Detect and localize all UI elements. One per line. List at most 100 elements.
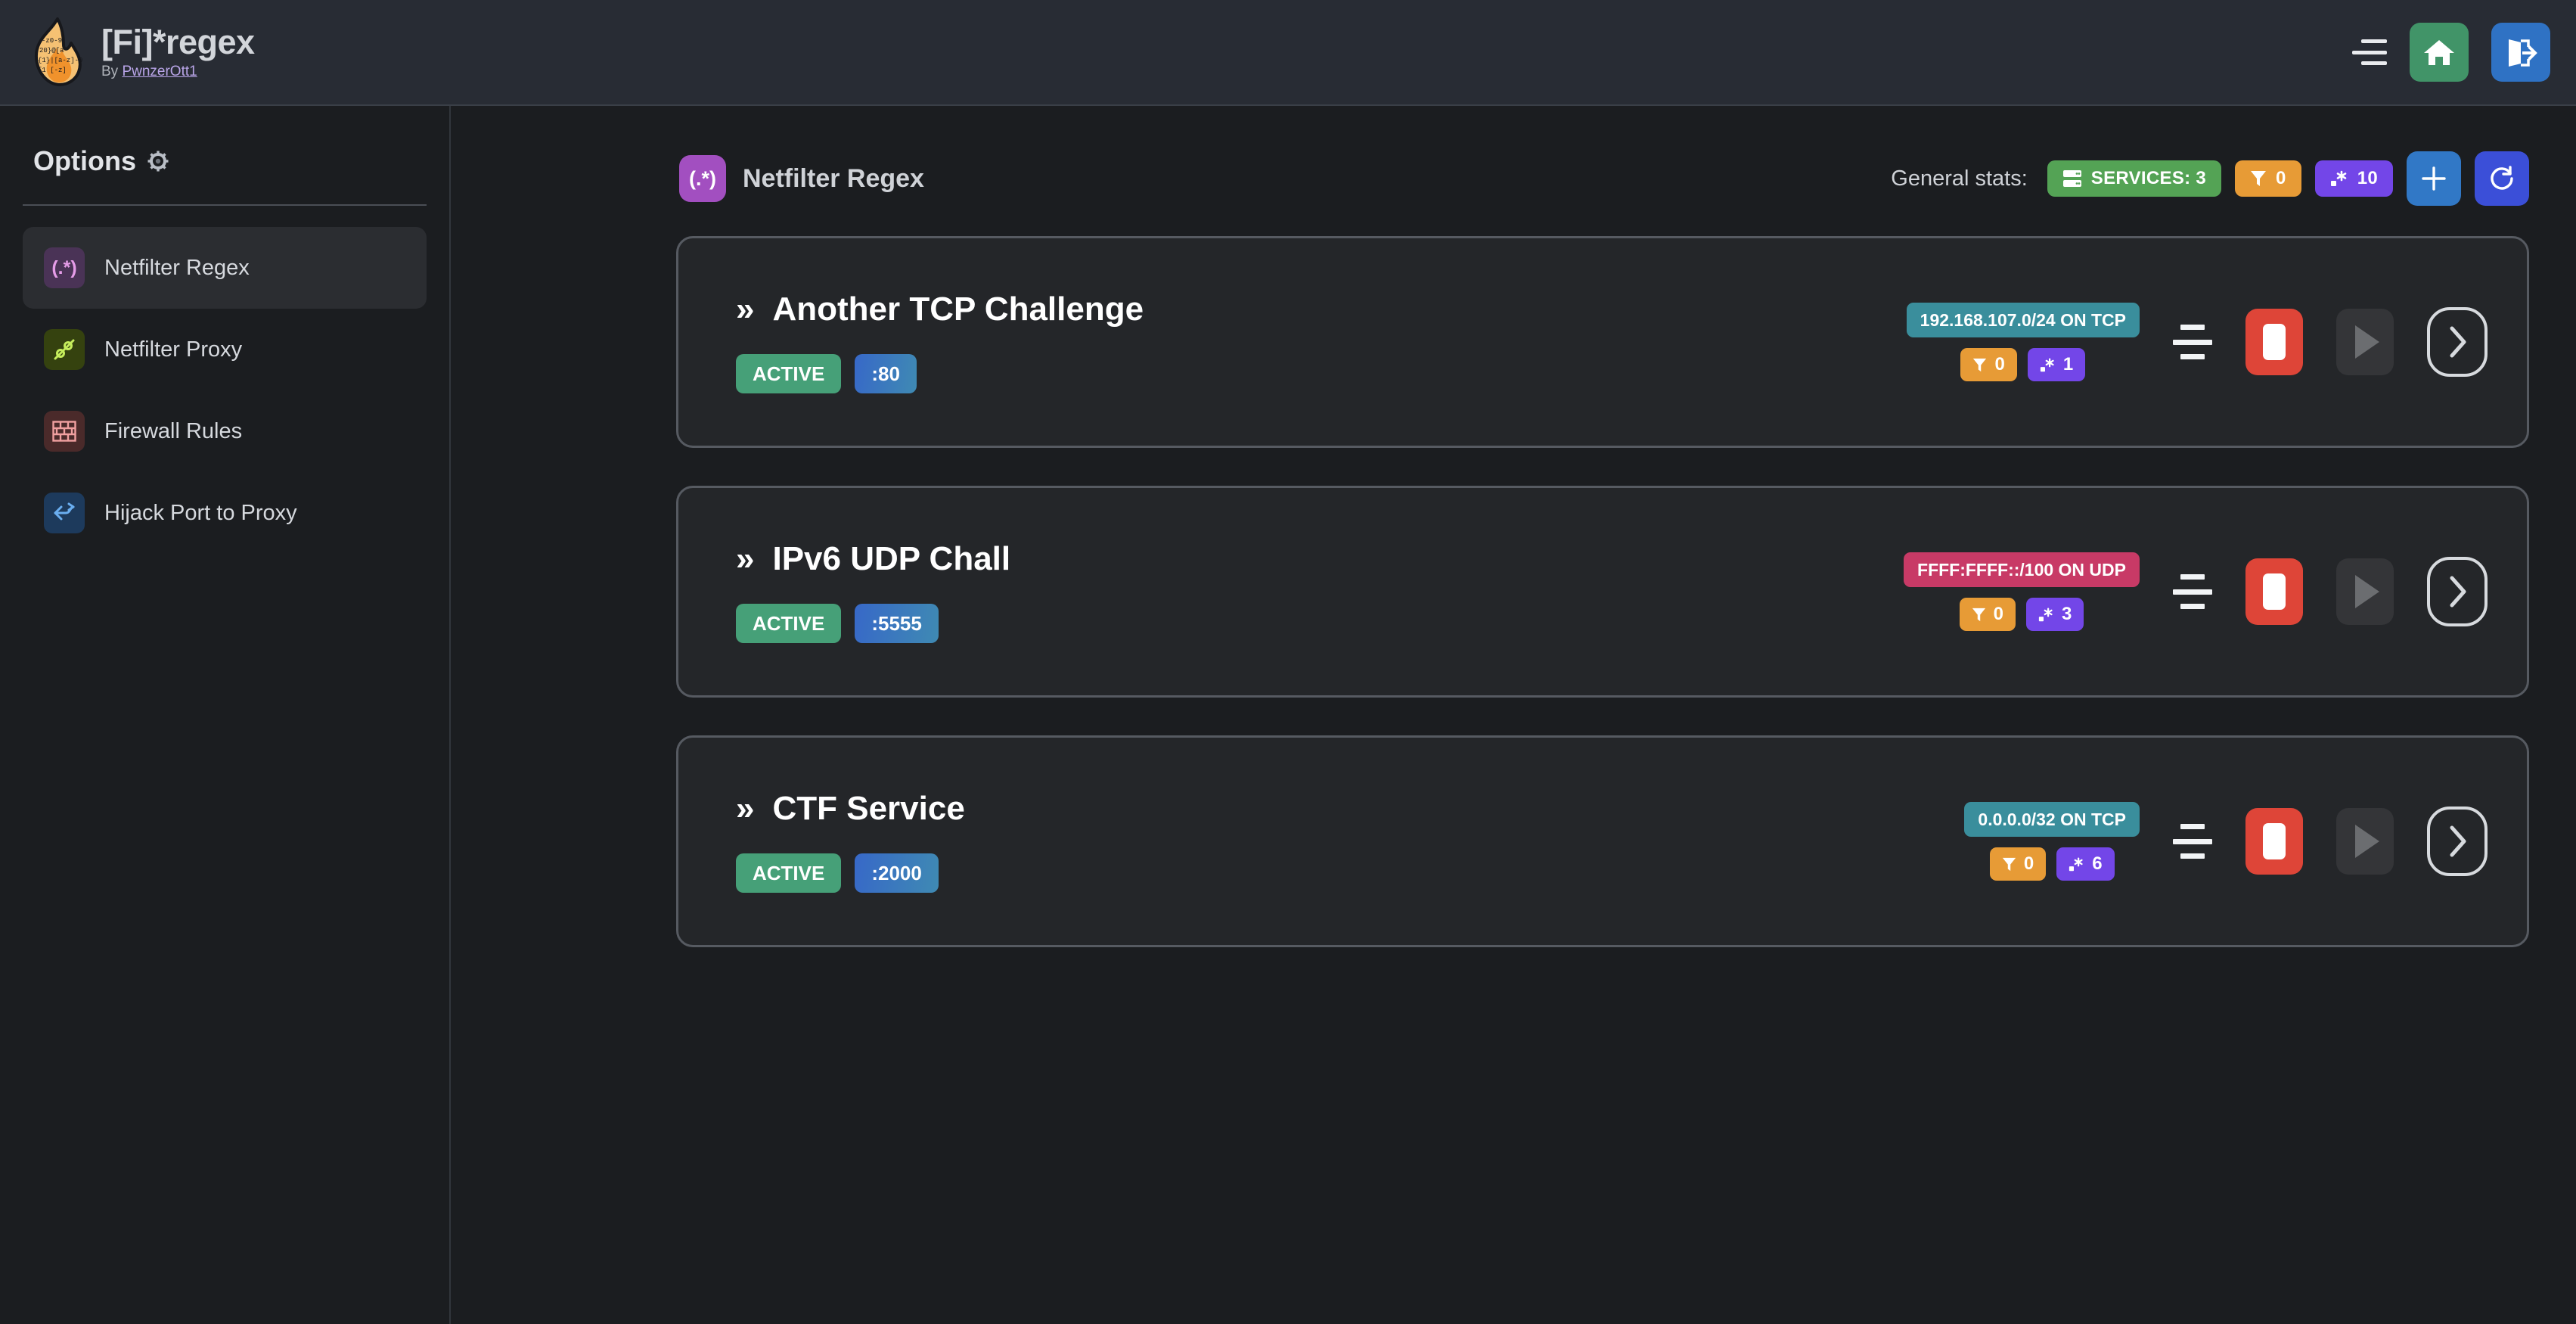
sidebar-heading: Options <box>33 145 449 177</box>
stop-button[interactable] <box>2245 309 2303 375</box>
play-button[interactable] <box>2336 309 2394 375</box>
main-content: (.*) Netfilter Regex General stats: SERV… <box>452 106 2576 1324</box>
sidebar-item-hijack-port-to-proxy[interactable]: Hijack Port to Proxy <box>23 472 427 554</box>
sidebar-item-netfilter-proxy[interactable]: Netfilter Proxy <box>23 309 427 390</box>
regex-star-icon <box>2038 607 2053 621</box>
regex-star-icon <box>2040 357 2054 371</box>
services-badge: SERVICES: 3 <box>2047 160 2222 197</box>
stop-icon <box>2263 324 2286 360</box>
service-title: » IPv6 UDP Chall <box>736 540 1010 578</box>
stop-icon <box>2263 573 2286 610</box>
add-service-button[interactable] <box>2407 151 2461 206</box>
service-controls: FFFF:FFFF::/100 ON UDP 0 <box>1904 552 2488 631</box>
by-prefix: By <box>101 64 123 80</box>
status-badge: ACTIVE <box>736 604 842 643</box>
filters-count: 0 <box>1993 604 2003 624</box>
double-chevron-icon: » <box>736 540 755 577</box>
regex-count: 3 <box>2062 604 2072 624</box>
filters-count: 0 <box>2023 853 2034 874</box>
sidebar-item-label: Netfilter Proxy <box>104 337 243 362</box>
filter-icon <box>2002 857 2016 871</box>
author-link[interactable]: PwnzerOtt1 <box>122 64 197 80</box>
regex-count: 6 <box>2092 853 2103 874</box>
play-button[interactable] <box>2336 558 2394 625</box>
sidebar-heading-label: Options <box>33 145 136 176</box>
regex-count-badge: 1 <box>2027 348 2086 381</box>
section-title: Netfilter Regex <box>743 163 924 193</box>
play-button[interactable] <box>2336 808 2394 875</box>
double-chevron-icon: » <box>736 790 755 827</box>
service-tags: ACTIVE :5555 <box>736 604 1010 643</box>
drag-handle-icon[interactable] <box>2173 325 2212 359</box>
service-tags: ACTIVE :80 <box>736 354 1144 393</box>
brand: -z0-9 20}@[a {1}|[a-z]-9] {1 [-z] [Fi]*r… <box>29 17 255 87</box>
network-badge: 192.168.107.0/24 ON TCP <box>1906 303 2140 337</box>
home-button[interactable] <box>2410 23 2469 82</box>
regex-icon: (.*) <box>679 155 726 202</box>
service-card[interactable]: » Another TCP Challenge ACTIVE :80 192.1… <box>676 236 2529 448</box>
open-service-button[interactable] <box>2427 807 2488 876</box>
logout-button[interactable] <box>2491 23 2550 82</box>
sidebar-item-label: Netfilter Regex <box>104 255 250 280</box>
refresh-icon <box>2491 166 2513 190</box>
sidebar: Options (.*) Netfilter Regex <box>0 106 451 1324</box>
page-title: [Fi]*regex <box>101 22 255 61</box>
regex-star-icon <box>2330 170 2347 186</box>
sidebar-item-firewall-rules[interactable]: Firewall Rules <box>23 390 427 472</box>
chevron-right-icon <box>2450 326 2466 358</box>
filter-icon <box>1972 608 1985 621</box>
play-icon <box>2355 825 2379 858</box>
stop-button[interactable] <box>2245 558 2303 625</box>
service-tags: ACTIVE :2000 <box>736 853 965 893</box>
play-icon <box>2355 575 2379 608</box>
service-info: » Another TCP Challenge ACTIVE :80 <box>736 291 1144 393</box>
chevron-right-icon <box>2450 576 2466 608</box>
stop-button[interactable] <box>2245 808 2303 875</box>
gear-icon <box>147 151 169 172</box>
port-badge: :2000 <box>855 853 939 893</box>
open-service-button[interactable] <box>2427 557 2488 626</box>
network-info: FFFF:FFFF::/100 ON UDP 0 <box>1904 552 2140 631</box>
regex-icon-glyph: (.*) <box>689 166 716 190</box>
logout-icon <box>2509 39 2537 67</box>
network-info: 192.168.107.0/24 ON TCP 0 <box>1906 303 2140 381</box>
sidebar-item-netfilter-regex[interactable]: (.*) Netfilter Regex <box>23 227 427 309</box>
port-badge: :5555 <box>855 604 939 643</box>
flame-regex-logo-icon: -z0-9 20}@[a {1}|[a-z]-9] {1 [-z] <box>35 17 83 86</box>
general-stats: General stats: SERVICES: 3 0 <box>1891 151 2529 206</box>
drag-handle-icon[interactable] <box>2173 574 2212 609</box>
server-icon <box>2062 170 2081 187</box>
service-title: » Another TCP Challenge <box>736 291 1144 328</box>
brick-wall-icon <box>44 411 85 452</box>
home-icon <box>2424 40 2454 65</box>
filter-icon <box>1973 358 1987 371</box>
page-header: (.*) Netfilter Regex General stats: SERV… <box>679 151 2529 206</box>
sidebar-item-label: Firewall Rules <box>104 418 243 443</box>
service-name: CTF Service <box>772 790 965 827</box>
play-icon <box>2355 325 2379 359</box>
svg-text:20}@[a: 20}@[a <box>39 47 64 54</box>
refresh-button[interactable] <box>2475 151 2529 206</box>
service-controls: 0.0.0.0/32 ON TCP 0 <box>1964 802 2488 881</box>
chevron-right-icon <box>2450 825 2466 857</box>
status-badge: ACTIVE <box>736 853 842 893</box>
service-title: » CTF Service <box>736 790 965 828</box>
regex-count: 1 <box>2062 354 2074 375</box>
regex-star-icon <box>2069 856 2083 871</box>
double-chevron-icon: » <box>736 291 755 328</box>
general-stats-label: General stats: <box>1891 166 2028 191</box>
drag-handle-icon[interactable] <box>2173 824 2212 859</box>
regex-icon: (.*) <box>44 247 85 288</box>
regex-icon-glyph: (.*) <box>51 256 77 278</box>
service-list: » Another TCP Challenge ACTIVE :80 192.1… <box>676 236 2529 947</box>
brand-author: By PwnzerOtt1 <box>101 64 255 80</box>
open-service-button[interactable] <box>2427 307 2488 377</box>
svg-text:{1}|[a-z]-9]: {1}|[a-z]-9] <box>38 57 83 64</box>
hamburger-menu-icon[interactable] <box>2352 39 2387 65</box>
filter-icon <box>2251 171 2267 186</box>
network-info: 0.0.0.0/32 ON TCP 0 <box>1964 802 2140 881</box>
plug-icon <box>44 329 85 370</box>
service-card[interactable]: » CTF Service ACTIVE :2000 0.0.0.0/32 ON… <box>676 735 2529 947</box>
service-controls: 192.168.107.0/24 ON TCP 0 <box>1906 303 2488 381</box>
service-card[interactable]: » IPv6 UDP Chall ACTIVE :5555 FFFF:FFFF:… <box>676 486 2529 698</box>
